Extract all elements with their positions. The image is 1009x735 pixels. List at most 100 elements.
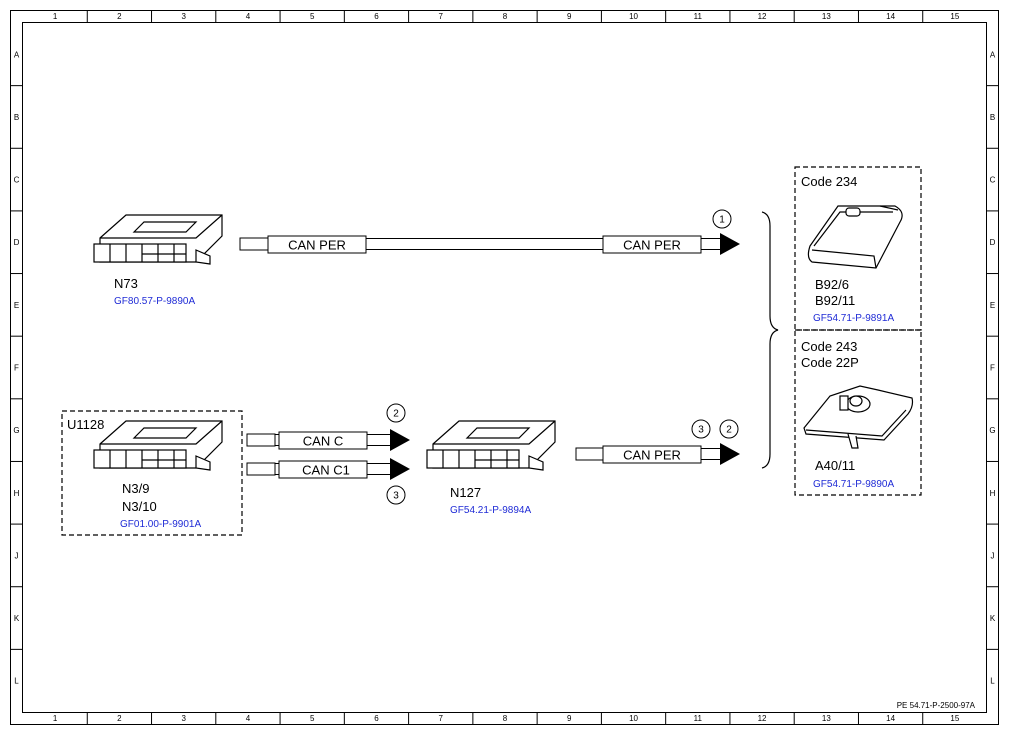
- grid-row-label: C: [14, 176, 20, 185]
- can-per-tag-left: [267, 235, 367, 254]
- marker-3b-label: 3: [698, 425, 704, 436]
- n3-9-label: N3/9: [122, 481, 149, 496]
- marker-3-label: 3: [393, 491, 399, 502]
- can-c-tag: [278, 431, 368, 450]
- code-234-label: Code 234: [801, 174, 857, 189]
- grid-row-label: L: [990, 677, 995, 686]
- grid-row-label: K: [990, 614, 996, 623]
- grid-row-label: L: [14, 677, 19, 686]
- camera-module-icon: [803, 385, 914, 449]
- grid-column-label: 7: [439, 12, 444, 21]
- grid-column-label: 2: [117, 12, 122, 21]
- b92-11-label: B92/11: [815, 293, 855, 308]
- grid-column-label: 1: [53, 714, 58, 723]
- n127-module-icon: [426, 420, 556, 471]
- grid-column-label: 11: [694, 714, 703, 723]
- grid-column-label: 10: [629, 12, 638, 21]
- u1128-reference-link[interactable]: GF01.00-P-9901A: [120, 519, 201, 530]
- grid-column-label: 12: [758, 12, 767, 21]
- grid-row-label: A: [990, 50, 996, 59]
- n3-10-label: N3/10: [122, 499, 157, 514]
- marker-circle-3: [386, 485, 406, 505]
- grid-column-label: 10: [629, 714, 638, 723]
- marker-2b-label: 2: [726, 425, 732, 436]
- code-243-label: Code 243: [801, 339, 857, 354]
- u1128-dashed-box: [61, 410, 243, 536]
- grid-column-label: 7: [439, 714, 444, 723]
- marker-circle-1: [712, 209, 732, 229]
- grid-column-label: 13: [822, 12, 831, 21]
- grid-column-label: 9: [567, 12, 572, 21]
- b92-6-label: B92/6: [815, 277, 849, 292]
- marker-circle-2b: [719, 419, 739, 439]
- arrow-head-icon: [720, 443, 740, 465]
- can-c1-label: CAN C1: [302, 463, 350, 478]
- grid-row-label: G: [13, 426, 19, 435]
- marker-circle-2: [386, 403, 406, 423]
- grid-column-label: 14: [886, 714, 895, 723]
- can-per-label-left: CAN PER: [288, 238, 346, 253]
- u1128-label: U1128: [67, 417, 104, 432]
- outer-frame: [10, 10, 999, 725]
- n73-module: N73 GF80.57-P-9890A: [93, 214, 223, 307]
- can-per-n127-label: CAN PER: [623, 448, 681, 463]
- can-c-line: CAN C 2: [246, 403, 410, 451]
- can-c1-tag: [278, 460, 368, 479]
- grid-column-label: 11: [694, 12, 703, 21]
- grid-column-label: 3: [181, 12, 186, 21]
- arrow-head-icon: [720, 233, 740, 255]
- grid-row-label: H: [14, 489, 20, 498]
- grid-row-label: D: [14, 238, 20, 247]
- grid-row-label: F: [14, 364, 19, 373]
- marker-1-label: 1: [719, 215, 725, 226]
- grid-column-label: 15: [950, 714, 959, 723]
- grid-column-label: 6: [374, 714, 379, 723]
- code-234-dashed-box: [794, 166, 922, 331]
- can-per-tag-right: [602, 235, 702, 254]
- grid-row-label: F: [990, 364, 995, 373]
- grid-row-label: D: [990, 238, 996, 247]
- sensor-module-icon: [807, 205, 903, 269]
- grid-column-label: 5: [310, 714, 315, 723]
- grid-column-label: 9: [567, 714, 572, 723]
- drawing-area: [22, 22, 987, 713]
- grid-column-label: 14: [886, 12, 895, 21]
- grid-row-label: J: [15, 551, 19, 560]
- grid-row-label: E: [14, 301, 19, 310]
- marker-circle-3b: [691, 419, 711, 439]
- grid-row-label: G: [989, 426, 995, 435]
- code-243-dashed-box: [794, 329, 922, 496]
- arrow-head-icon: [390, 429, 410, 451]
- a40-11-label: A40/11: [815, 458, 855, 473]
- can-per-top-line: CAN PER CAN PER 1: [239, 209, 740, 255]
- arrow-head-icon: [390, 458, 410, 480]
- grid-row-label: B: [990, 113, 995, 122]
- u1128-group: U1128 N3/9 N3/10 GF01.00-P-9901A: [61, 410, 243, 536]
- grid-column-label: 8: [503, 714, 508, 723]
- code-234-group: Code 234 B92/6 B92/11 GF54.71-P-9891A: [794, 166, 922, 331]
- grid-column-label: 3: [181, 714, 186, 723]
- code-243-group: Code 243 Code 22P A40/11 GF54.71-P-9890A: [794, 329, 922, 496]
- grid-row-label: B: [14, 113, 19, 122]
- grid-row-label: H: [990, 489, 996, 498]
- grid-row-label: J: [991, 551, 995, 560]
- grid-column-label: 4: [246, 12, 251, 21]
- can-per-label-right: CAN PER: [623, 238, 681, 253]
- n73-reference-link[interactable]: GF80.57-P-9890A: [114, 296, 195, 307]
- can-c1-line: CAN C1 3: [246, 458, 410, 505]
- n127-label: N127: [450, 485, 481, 500]
- can-c-label: CAN C: [303, 434, 343, 449]
- code-234-reference-link[interactable]: GF54.71-P-9891A: [813, 313, 894, 324]
- n127-module: N127 GF54.21-P-9894A: [426, 420, 556, 516]
- n127-reference-link[interactable]: GF54.21-P-9894A: [450, 505, 531, 516]
- grid-column-label: 13: [822, 714, 831, 723]
- grid-column-label: 4: [246, 714, 251, 723]
- grid-column-label: 6: [374, 12, 379, 21]
- grid-column-label: 2: [117, 714, 122, 723]
- code-243-reference-link[interactable]: GF54.71-P-9890A: [813, 479, 894, 490]
- grid-column-label: 8: [503, 12, 508, 21]
